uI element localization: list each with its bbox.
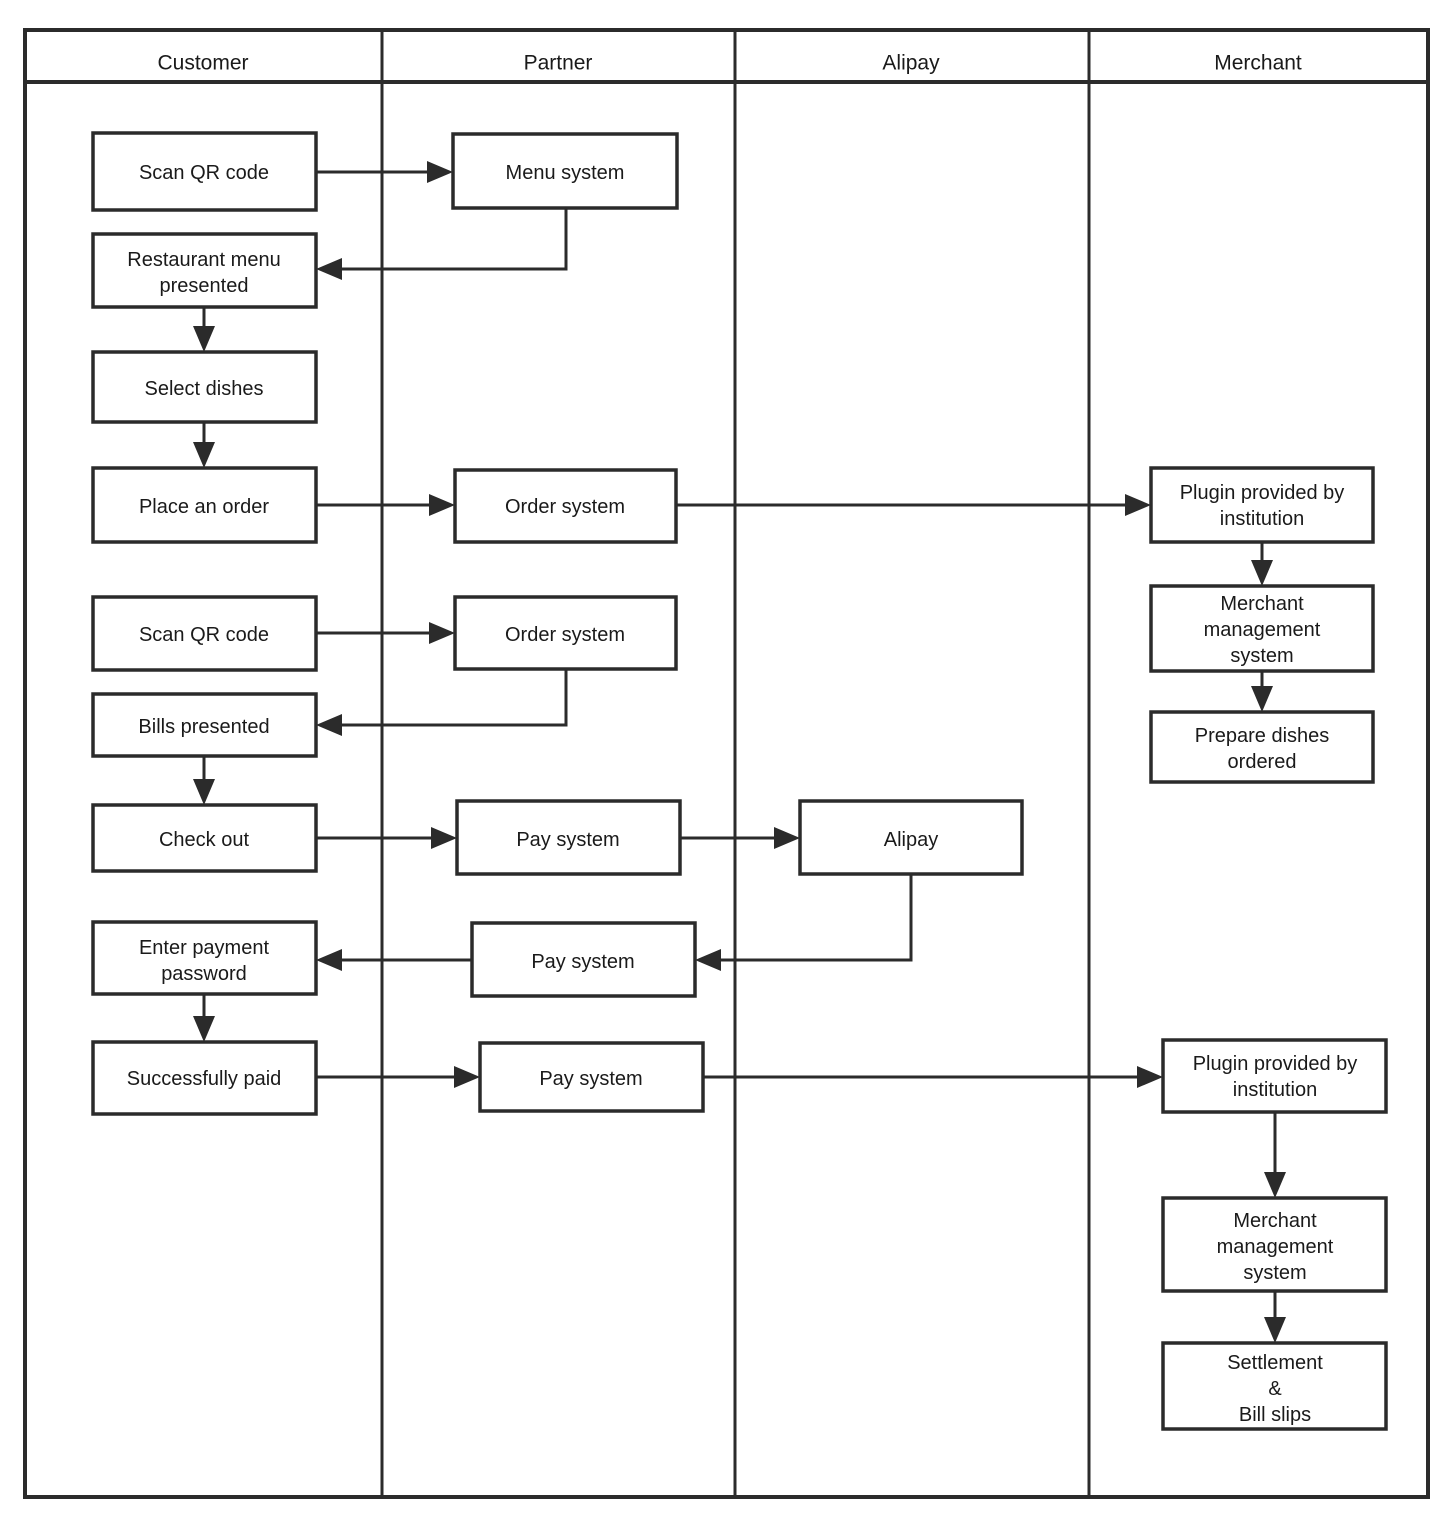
node-label: Bills presented [138,716,269,738]
node-label-line1: Merchant [1233,1210,1317,1232]
edge-pay-system-to-alipay [680,827,800,849]
edge-select-dishes-to-place-order [193,422,215,468]
edge-alipay-to-pay-system2 [695,874,913,971]
node-label: Alipay [884,829,938,851]
nodes-group: Scan QR code Restaurant menu presented S… [91,131,1388,1431]
edge-successfully-paid-to-pay-system3 [316,1066,480,1088]
edge-check-out-to-pay-system [316,827,457,849]
node-label-line3: system [1243,1262,1306,1284]
node-plugin-provided-by-institution-1[interactable]: Plugin provided by institution [1149,466,1375,544]
node-label: Scan QR code [139,624,269,646]
node-successfully-paid[interactable]: Successfully paid [91,1040,318,1116]
edge-scan-to-menu-system [316,161,453,183]
node-enter-payment-password[interactable]: Enter payment password [91,920,318,996]
node-label-line1: Enter payment [139,937,270,959]
edge-enter-password-to-successfully-paid [193,994,215,1042]
node-prepare-dishes-ordered[interactable]: Prepare dishes ordered [1149,710,1375,784]
node-order-system-1[interactable]: Order system [453,468,678,544]
node-label-line2: password [161,963,247,985]
node-label: Successfully paid [127,1068,282,1090]
node-label-line1: Restaurant menu [127,249,280,271]
edge-order-system-to-merchant-plugin [676,494,1151,516]
edge-plugin-to-merchant-mgmt-top [1251,542,1273,586]
edge-pay-system3-to-merchant-plugin2 [703,1066,1163,1088]
edge-place-order-to-order-system [316,494,455,516]
edge-plugin2-to-merchant-mgmt-bottom [1264,1112,1286,1198]
edge-pay-system2-to-enter-password [316,949,472,971]
node-label: Order system [505,624,625,646]
node-label-line1: Prepare dishes [1195,725,1330,747]
node-select-dishes[interactable]: Select dishes [91,350,318,424]
node-plugin-provided-by-institution-2[interactable]: Plugin provided by institution [1161,1038,1388,1114]
node-label: Scan QR code [139,162,269,184]
edge-scan-qr2-to-order-system2 [316,622,455,644]
edge-merchant-mgmt-to-prepare-dishes [1251,671,1273,712]
node-label-line1: Merchant [1220,593,1304,615]
diagram-outer-frame [23,28,1430,1499]
node-label: Check out [159,829,249,851]
node-merchant-management-system-2[interactable]: Merchant management system [1161,1196,1388,1293]
node-label-line2: institution [1220,508,1305,530]
node-alipay[interactable]: Alipay [798,799,1024,876]
node-label-line1: Plugin provided by [1193,1053,1358,1075]
edge-menu-system-to-restaurant-menu [316,208,568,280]
lane-header-alipay: Alipay [882,52,940,75]
node-label-line1: Settlement [1227,1352,1323,1374]
lane-header-customer: Customer [157,52,248,75]
edge-bills-presented-to-check-out [193,756,215,805]
node-label: Pay system [531,951,634,973]
node-bills-presented[interactable]: Bills presented [91,692,318,758]
edge-restaurant-menu-to-select-dishes [193,307,215,352]
node-label-line2: ordered [1228,751,1297,773]
node-label: Pay system [516,829,619,851]
node-pay-system-1[interactable]: Pay system [455,799,682,876]
node-label: Menu system [506,162,625,184]
node-order-system-2[interactable]: Order system [453,595,678,671]
connectors-group [193,161,1286,1343]
lane-header-partner: Partner [524,52,593,75]
node-label-line1: Plugin provided by [1180,482,1345,504]
node-place-an-order[interactable]: Place an order [91,466,318,544]
node-label: Select dishes [145,378,264,400]
node-label-line2: institution [1233,1079,1318,1101]
node-scan-qr-code-2[interactable]: Scan QR code [91,595,318,672]
node-label: Pay system [539,1068,642,1090]
node-label-line2: management [1204,619,1321,641]
edge-order-system2-to-bills-presented [316,669,568,736]
node-pay-system-2[interactable]: Pay system [470,921,697,998]
node-label-line2: management [1217,1236,1334,1258]
lane-frame-group [23,28,1430,1499]
lane-headers: Customer Partner Alipay Merchant [157,52,1301,75]
lane-header-merchant: Merchant [1214,52,1302,75]
node-settlement-bill-slips[interactable]: Settlement & Bill slips [1161,1341,1388,1431]
edge-merchant-mgmt-bottom-to-settlement [1264,1291,1286,1343]
node-check-out[interactable]: Check out [91,803,318,873]
node-label: Place an order [139,496,269,518]
node-label-line3: system [1230,645,1293,667]
node-pay-system-3[interactable]: Pay system [478,1041,705,1113]
node-label: Order system [505,496,625,518]
node-restaurant-menu-presented[interactable]: Restaurant menu presented [91,232,318,309]
node-label-line2: & [1268,1378,1282,1400]
node-label-line2: presented [160,275,249,297]
node-scan-qr-code-1[interactable]: Scan QR code [91,131,318,212]
node-merchant-management-system-1[interactable]: Merchant management system [1149,584,1375,673]
node-menu-system[interactable]: Menu system [451,132,679,210]
node-label-line3: Bill slips [1239,1404,1311,1426]
